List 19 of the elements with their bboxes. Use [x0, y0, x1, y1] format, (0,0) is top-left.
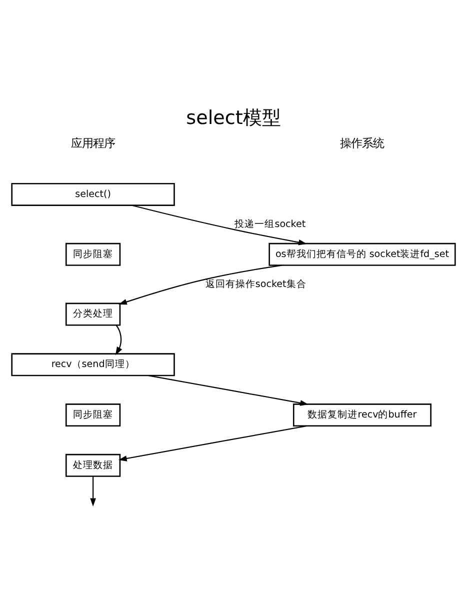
edge-label: 返回有操作socket集合 — [205, 278, 306, 290]
label: 操作系统 — [340, 136, 384, 150]
diagram-title: select模型 — [186, 106, 281, 129]
label: 应用程序 — [71, 136, 116, 150]
edge-label: 投递一组socket — [234, 218, 306, 230]
arrow — [115, 324, 122, 355]
node-box: select() — [11, 182, 175, 206]
node-box: os帮我们把有信号的 socket装进fd_set — [268, 242, 456, 266]
arrow — [118, 424, 307, 461]
node-box: 处理数据 — [65, 453, 121, 476]
node-box: 分类处理 — [65, 302, 121, 326]
node-box: 同步阻塞 — [65, 403, 121, 426]
node-box: recv（send同理） — [11, 352, 175, 376]
arrow — [132, 204, 307, 245]
arrow — [118, 264, 282, 304]
node-box: 同步阻塞 — [65, 242, 121, 266]
arrow — [90, 476, 96, 506]
arrow — [148, 374, 309, 406]
node-box: 数据复制进recv的buffer — [292, 403, 432, 426]
